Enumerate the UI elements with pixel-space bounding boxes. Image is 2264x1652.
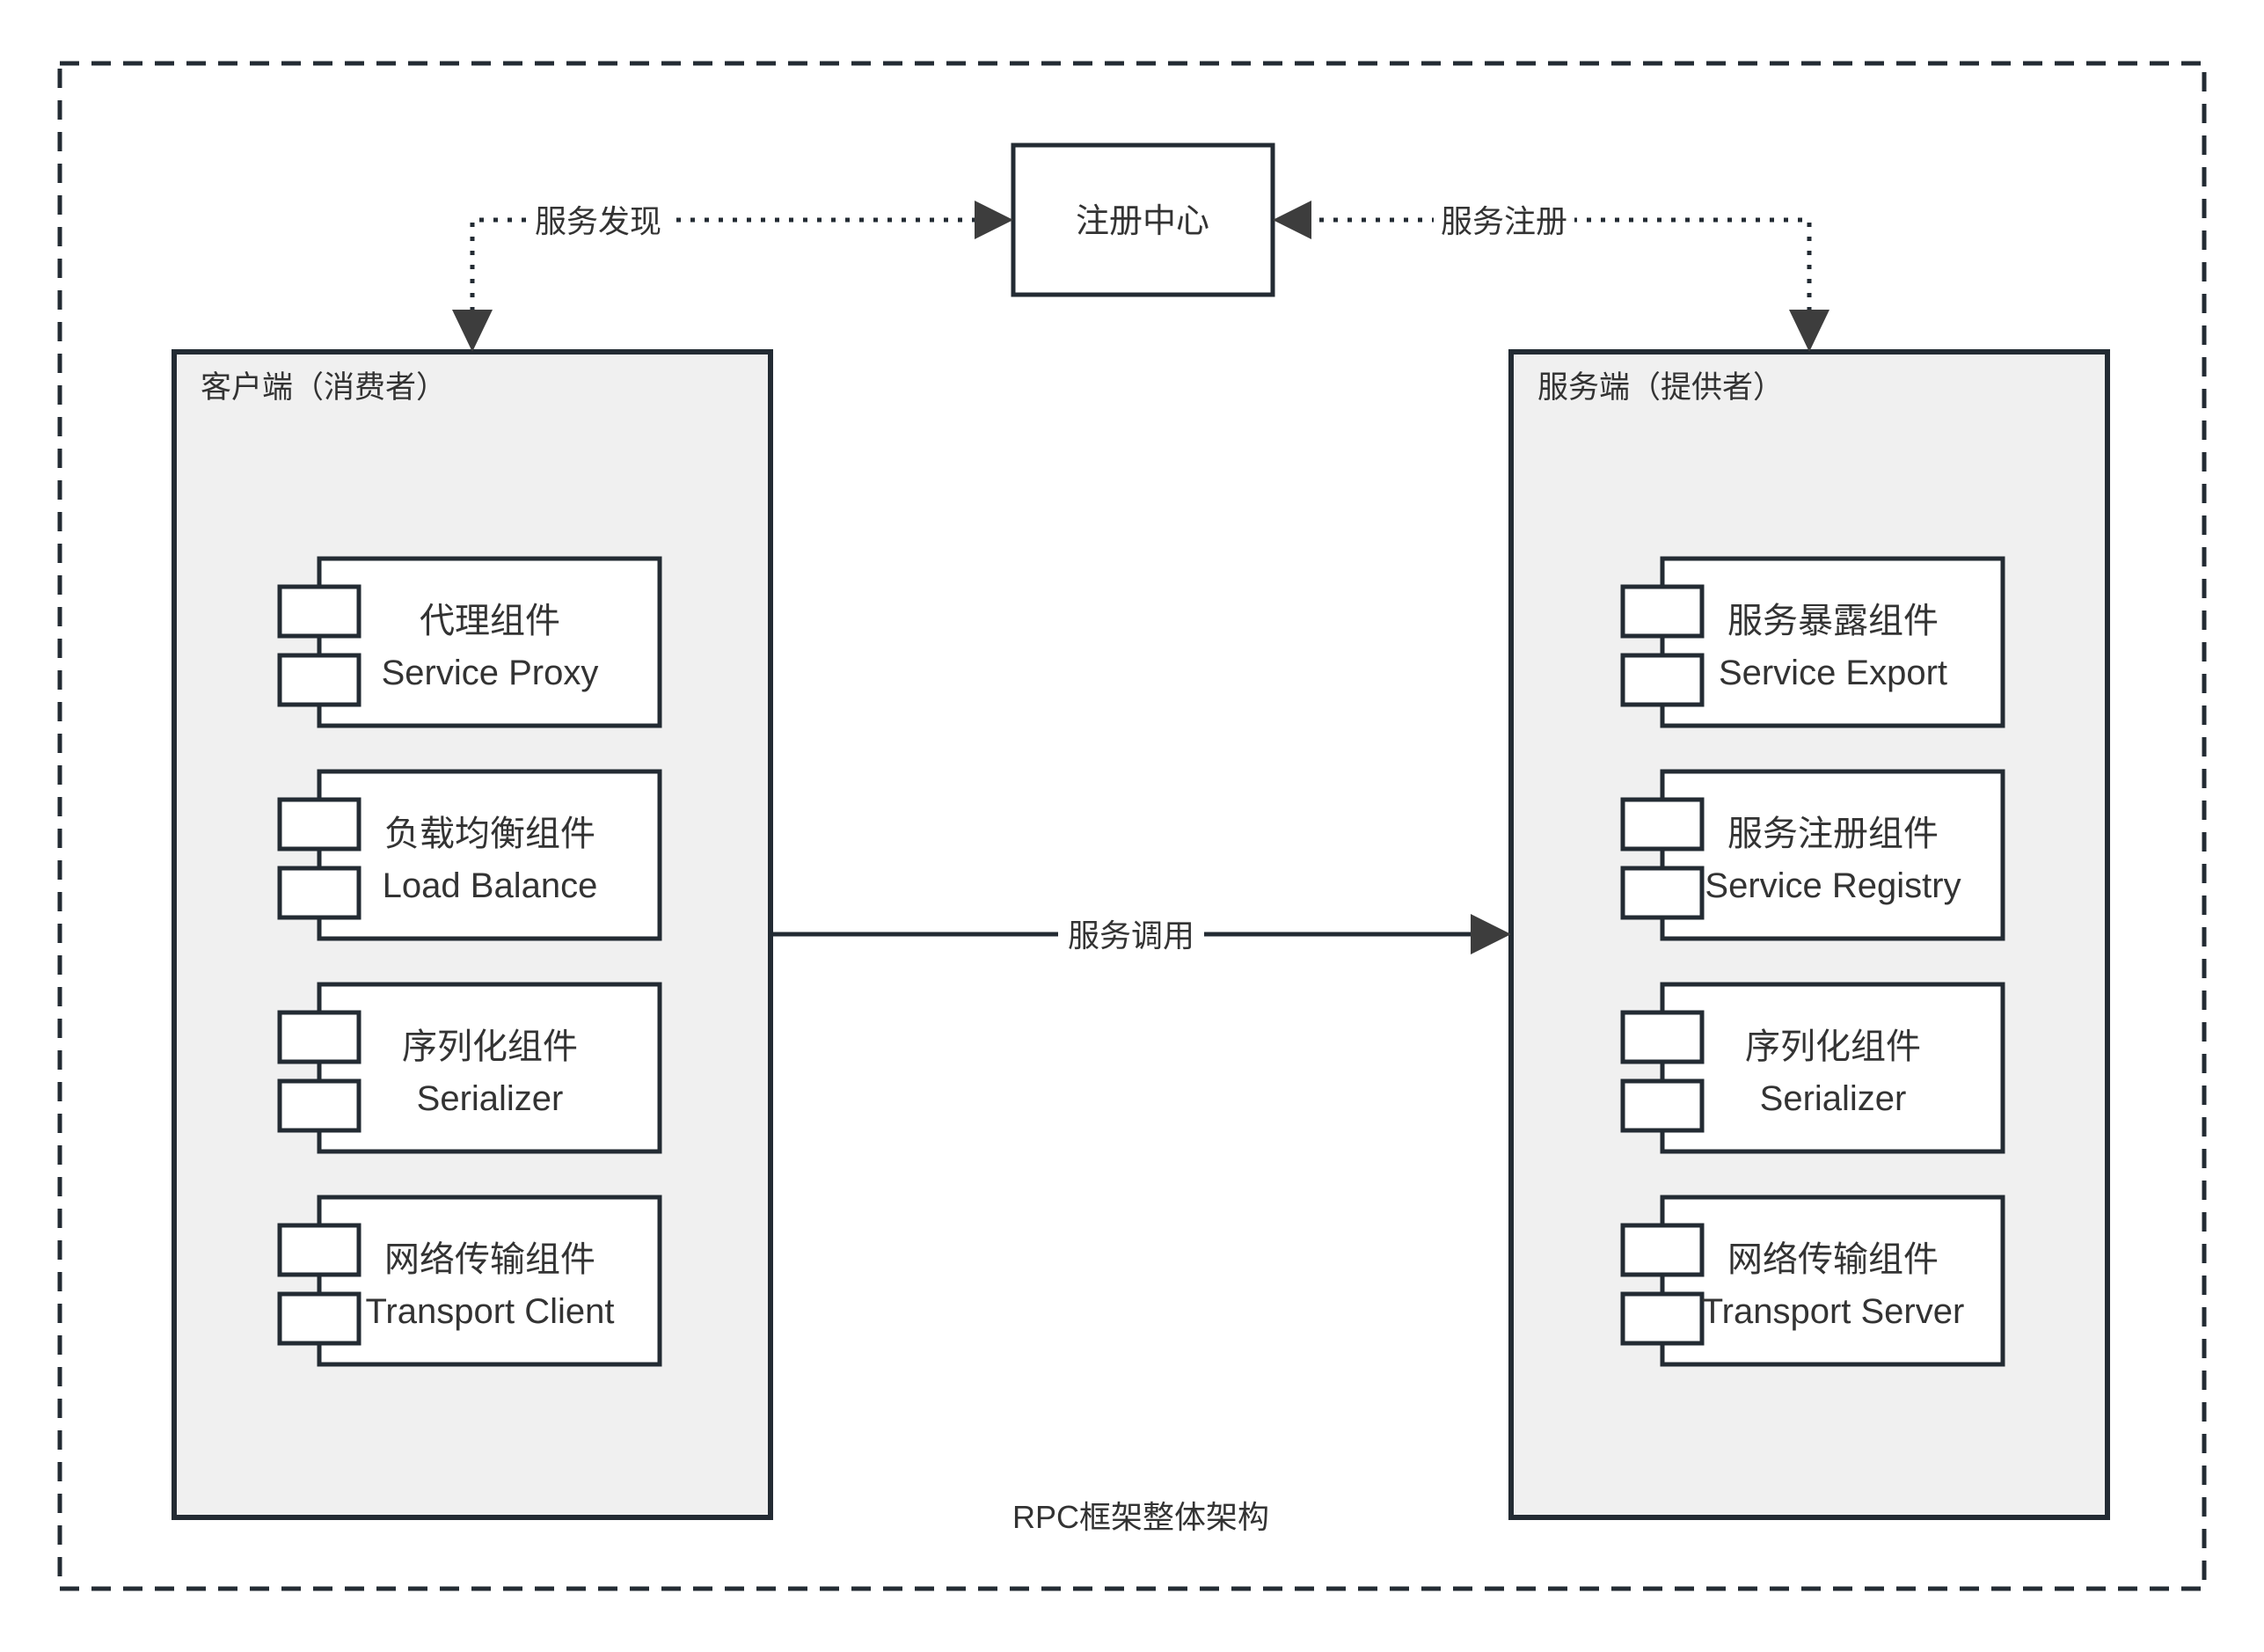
component-label-zh: 服务注册组件 bbox=[1727, 815, 1939, 853]
component-body bbox=[317, 982, 662, 1154]
component-label-en: Service Export bbox=[1719, 654, 1947, 692]
component-body bbox=[317, 1195, 662, 1367]
component-tab-upper bbox=[277, 1223, 362, 1277]
registry-node[interactable]: 注册中心 bbox=[1011, 143, 1275, 297]
server-component-1[interactable]: 服务注册组件 Service Registry bbox=[1620, 769, 2005, 941]
edge-service-invocation[interactable]: 服务调用 bbox=[770, 910, 1511, 959]
component-body bbox=[1660, 556, 2005, 728]
component-tab-upper bbox=[277, 584, 362, 639]
component-tab-upper bbox=[1620, 797, 1705, 852]
component-tab-lower bbox=[277, 653, 362, 707]
edge-arrow-head-registry bbox=[1273, 201, 1311, 239]
edge-label-service-discovery: 服务发现 bbox=[535, 203, 661, 239]
server-panel[interactable]: 服务端（提供者） 服务暴露组件 Service Export 服务注册组件 Se… bbox=[1508, 349, 2110, 1520]
component-body bbox=[1660, 1195, 2005, 1367]
edge-label-backdrop bbox=[1058, 910, 1204, 959]
component-label-zh: 网络传输组件 bbox=[384, 1240, 595, 1279]
edge-label-backdrop bbox=[1434, 195, 1574, 245]
component-label-zh: 代理组件 bbox=[420, 602, 560, 640]
component-body bbox=[317, 556, 662, 728]
edge-arrow-head-client bbox=[452, 310, 493, 352]
component-tab-lower bbox=[277, 866, 362, 920]
component-body bbox=[317, 769, 662, 941]
component-tab-upper bbox=[1620, 584, 1705, 639]
component-body bbox=[1660, 769, 2005, 941]
client-component-2[interactable]: 序列化组件 Serializer bbox=[277, 982, 662, 1154]
edge-service-discovery[interactable]: 服务发现 bbox=[452, 195, 1013, 352]
component-body bbox=[1660, 982, 2005, 1154]
edge-label-service-registration: 服务注册 bbox=[1441, 203, 1567, 239]
component-tab-lower bbox=[1620, 1291, 1705, 1346]
component-tab-lower bbox=[1620, 653, 1705, 707]
component-label-zh: 序列化组件 bbox=[402, 1027, 578, 1066]
edge-arrow-head-server bbox=[1471, 914, 1511, 954]
edge-label-service-invocation: 服务调用 bbox=[1068, 917, 1194, 954]
component-tab-lower bbox=[1620, 1078, 1705, 1133]
edge-label-backdrop bbox=[528, 195, 668, 245]
server-panel-title: 服务端（提供者） bbox=[1537, 370, 1784, 405]
component-label-en: Load Balance bbox=[383, 866, 598, 905]
client-panel[interactable]: 客户端（消费者） 代理组件 Service Proxy 负载均衡组件 Load … bbox=[172, 349, 773, 1520]
component-tab-lower bbox=[1620, 866, 1705, 920]
component-tab-lower bbox=[277, 1078, 362, 1133]
client-component-1[interactable]: 负载均衡组件 Load Balance bbox=[277, 769, 662, 941]
edge-service-discovery-path bbox=[470, 217, 994, 325]
client-panel-title: 客户端（消费者） bbox=[201, 370, 447, 405]
server-component-2[interactable]: 序列化组件 Serializer bbox=[1620, 982, 2005, 1154]
registry-label: 注册中心 bbox=[1076, 203, 1209, 240]
edge-arrow-head-server bbox=[1789, 310, 1829, 352]
component-tab-upper bbox=[1620, 1223, 1705, 1277]
server-component-3[interactable]: 网络传输组件 Transport Server bbox=[1620, 1195, 2005, 1367]
component-label-en: Service Proxy bbox=[382, 654, 599, 692]
component-tab-upper bbox=[1620, 1010, 1705, 1064]
component-label-zh: 服务暴露组件 bbox=[1727, 602, 1939, 640]
edge-service-registration[interactable]: 服务注册 bbox=[1273, 195, 1829, 352]
component-label-en: Transport Server bbox=[1702, 1292, 1965, 1331]
component-label-en: Serializer bbox=[1760, 1079, 1907, 1118]
client-component-3[interactable]: 网络传输组件 Transport Client bbox=[277, 1195, 662, 1367]
component-label-zh: 负载均衡组件 bbox=[384, 815, 595, 853]
component-label-zh: 序列化组件 bbox=[1745, 1027, 1921, 1066]
registry-box bbox=[1011, 143, 1275, 297]
component-label-en: Serializer bbox=[417, 1079, 564, 1118]
component-tab-lower bbox=[277, 1291, 362, 1346]
diagram-caption: RPC框架整体架构 bbox=[1012, 1499, 1269, 1535]
edge-arrow-head-registry bbox=[975, 201, 1013, 239]
client-component-0[interactable]: 代理组件 Service Proxy bbox=[277, 556, 662, 728]
component-label-en: Service Registry bbox=[1705, 866, 1961, 905]
server-component-0[interactable]: 服务暴露组件 Service Export bbox=[1620, 556, 2005, 728]
component-tab-upper bbox=[277, 1010, 362, 1064]
component-tab-upper bbox=[277, 797, 362, 852]
component-label-en: Transport Client bbox=[365, 1292, 614, 1331]
component-label-zh: 网络传输组件 bbox=[1727, 1240, 1939, 1279]
